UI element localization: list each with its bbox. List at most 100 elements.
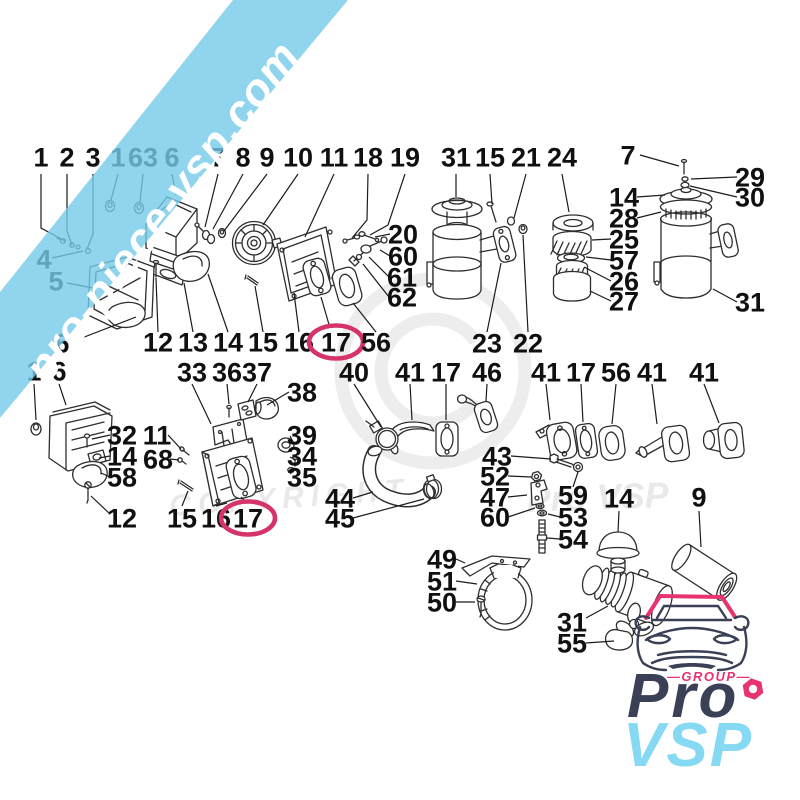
part-number-label: 6 [51,357,66,387]
part-number-label: 13 [178,328,208,358]
part-number-label: 49 [427,545,457,575]
part-number-label: 17 [233,504,263,534]
part-number-label: 41 [531,358,561,388]
part-number-label: 17 [321,328,351,358]
part-number-label: 45 [325,504,355,534]
banner-band [0,0,348,418]
part-number-label: 1 [33,143,48,173]
part-number-label: 30 [735,183,765,213]
part-number-label: 41 [637,358,667,388]
part-intake-row [365,394,745,463]
part-number-label: 9 [691,483,706,513]
part-number-label: 47 [480,483,510,513]
part-number-label: 31 [557,608,587,638]
part-number-label: 17 [566,358,596,388]
part-number-label: 12 [107,504,137,534]
part-number-label: 31 [735,288,765,318]
part-number-label: 27 [609,287,639,317]
hex-nut-icon [742,678,764,700]
part-number-label: 41 [395,358,425,388]
part-number-label: 57 [609,246,639,276]
part-airbox-lower [30,401,113,504]
part-number-label: 39 [287,421,317,451]
part-number-label: 17 [431,358,461,388]
part-number-label: 55 [557,629,587,659]
part-number-label: 23 [472,329,502,359]
part-number-label: 50 [427,588,457,618]
part-number-label: 54 [558,525,588,555]
highlight-ring [306,323,366,361]
part-number-label: 58 [107,463,137,493]
provsp-logo: —GROUP— Pro VSP [623,594,764,780]
part-number-label: 51 [427,567,457,597]
leader-lines [33,154,738,644]
part-number-label: 60 [480,503,510,533]
part-hose [362,445,443,508]
part-number-label: 59 [558,481,588,511]
part-number-label: 33 [177,358,207,388]
part-filter-stack [550,214,594,302]
part-number-label: 43 [482,442,512,472]
part-bottom-assembly [461,531,738,651]
part-number-label: 21 [511,143,541,173]
part-number-label: 56 [361,328,391,358]
part-number-label: 7 [620,141,635,171]
watermark-brand-text: Pro VSP [526,474,670,520]
part-number-label: 26 [609,267,639,297]
logo-vsp-text: VSP [623,711,753,780]
part-number-label: 60 [388,242,418,272]
part-number-label: 62 [387,283,417,313]
part-number-label: 24 [547,143,577,173]
part-number-label: 14 [609,183,639,213]
part-number-label: 52 [480,462,510,492]
part-number-label: 18 [353,143,383,173]
part-number-label: 15 [475,143,505,173]
part-aircleaner-assembly [653,158,739,299]
part-number-label: 15 [167,504,197,534]
part-number-label: 31 [441,143,471,173]
part-number-label: 68 [143,445,173,475]
part-number-label: 10 [283,143,313,173]
part-number-label: 41 [689,358,719,388]
part-number-label: 32 [107,421,137,451]
part-number-label: 40 [339,358,369,388]
part-canister-filter [426,197,528,300]
part-number-label: 56 [601,358,631,388]
part-number-label: 22 [513,329,543,359]
part-number-label: 34 [287,442,317,472]
part-number-label: 46 [472,358,502,388]
part-number-label: 2 [59,143,74,173]
part-backplate-cluster [177,396,298,507]
part-number-label: 8 [235,143,250,173]
part-number-label: 11 [320,143,349,173]
part-number-label: 14 [604,484,634,514]
callout-layer: 1231636789101118193115212472930142825572… [26,141,765,659]
part-number-label: 3 [85,143,100,173]
part-number-label: 53 [558,503,588,533]
logo-group-label: —GROUP— [666,669,751,684]
part-number-label: 9 [259,143,274,173]
part-number-label: 25 [609,225,639,255]
highlight-ring [218,499,278,537]
part-number-label: 19 [390,143,420,173]
part-flywheel-plate [231,220,363,307]
car-outline-icon [634,594,750,672]
part-number-label: 12 [143,328,173,358]
part-number-label: 29 [735,163,765,193]
part-number-label: 28 [609,204,639,234]
part-number-label: 14 [107,442,137,472]
part-number-label: 37 [242,358,272,388]
part-number-label: 61 [387,263,417,293]
part-number-label: 44 [325,484,355,514]
part-number-label: 36 [212,358,242,388]
part-number-label: 14 [213,328,243,358]
part-number-label: 11 [143,421,172,451]
part-hardware-column [530,453,584,554]
part-number-label: 38 [287,378,317,408]
part-number-label: 20 [388,220,418,250]
part-number-label: 35 [287,463,317,493]
logo-pro-text: Pro [627,662,739,731]
part-number-label: 15 [248,328,278,358]
